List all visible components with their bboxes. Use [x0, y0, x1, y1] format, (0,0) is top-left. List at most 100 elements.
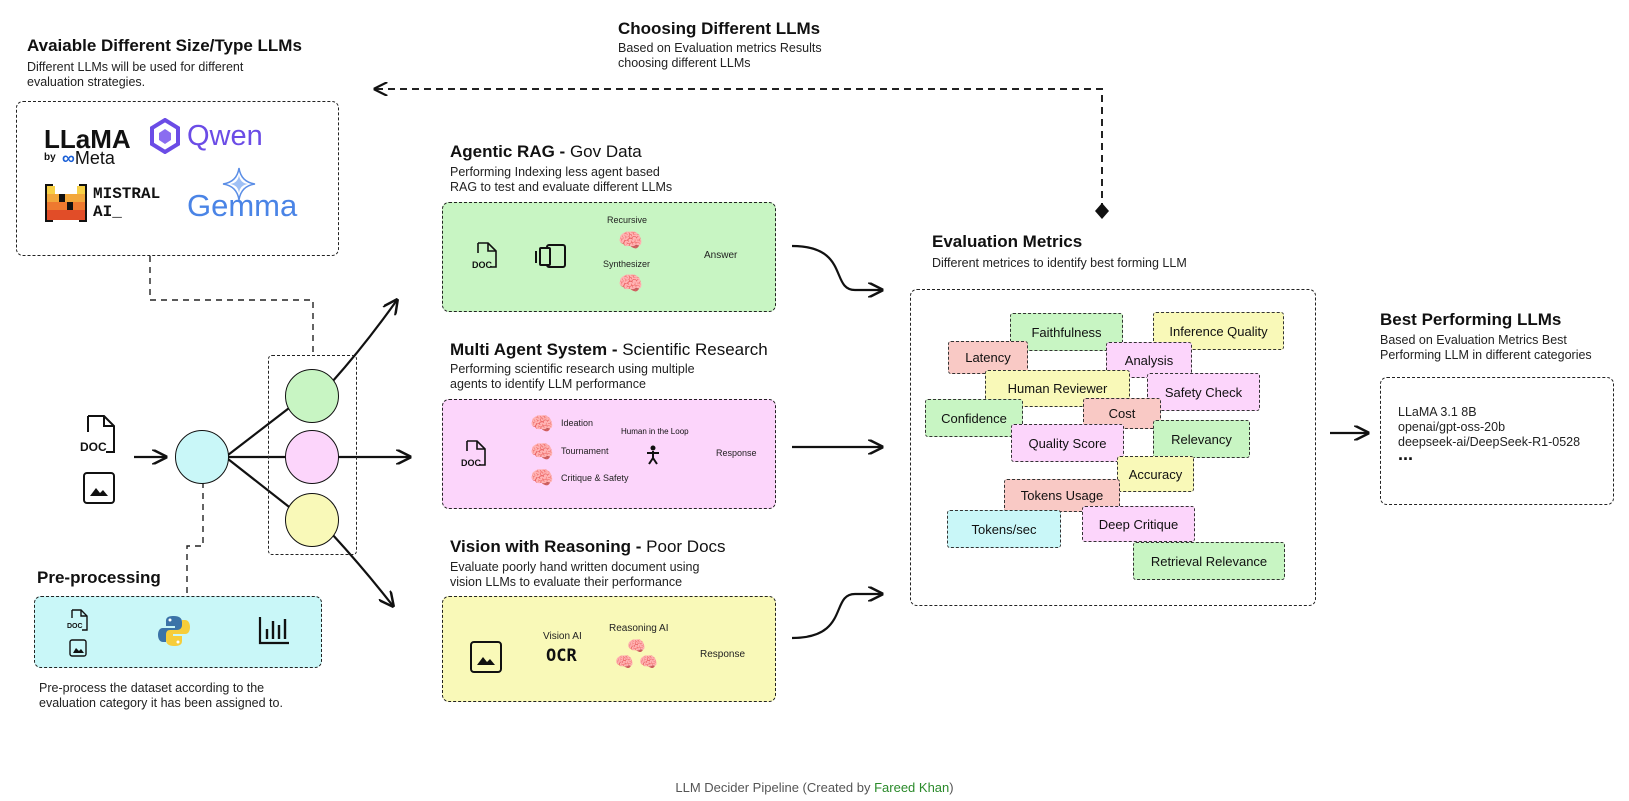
vision-image-icon — [470, 641, 502, 678]
available-desc-line-2: evaluation strategies. — [27, 75, 146, 89]
qwen-logo-text: Qwen — [187, 119, 263, 152]
metric-tag: Retrieval Relevance — [1133, 542, 1285, 580]
best-llms-box: LLaMA 3.1 8B openai/gpt-oss-20b deepseek… — [1380, 377, 1614, 505]
choosing-title: Choosing Different LLMs — [618, 19, 821, 38]
agent-circles-group — [268, 355, 357, 555]
metric-tag: Confidence — [925, 399, 1023, 437]
rag-answer-label: Answer — [704, 250, 738, 261]
agentic-rag-title: Agentic RAG - Gov Data — [450, 142, 642, 162]
meta-logo-text: Meta — [74, 148, 115, 168]
preprocessing-box: DOC — [34, 596, 322, 668]
mas-brain-icon-tournament: 🧠 — [530, 442, 554, 463]
vision-desc-line-2: vision LLMs to evaluate their performanc… — [450, 575, 683, 589]
bar-chart-icon — [258, 615, 290, 650]
metric-tag: Quality Score — [1011, 424, 1124, 462]
metric-tag: Relevancy — [1153, 420, 1250, 458]
llm-logos-box: LLaMA by ∞Meta Qwen MISTRAL AI_ — [16, 101, 339, 256]
choosing-desc: Based on Evaluation metrics Results choo… — [618, 41, 822, 71]
rag-synthesizer-label: Synthesizer — [603, 259, 651, 269]
available-llms-desc: Different LLMs will be used for differen… — [27, 60, 243, 90]
vision-title: Vision with Reasoning - Poor Docs — [450, 537, 726, 557]
best-llm-item: openai/gpt-oss-20b — [1398, 420, 1506, 434]
vision-brain-icon-left: 🧠 — [615, 654, 634, 671]
vision-box: Vision AI OCR Reasoning AI 🧠 🧠 🧠 Respons… — [442, 596, 776, 702]
mas-tournament-label: Tournament — [561, 446, 609, 456]
rag-brain-icon-top: 🧠 — [618, 230, 643, 252]
choosing-desc-line-1: Based on Evaluation metrics Results — [618, 41, 822, 55]
mas-brain-icon-critique: 🧠 — [530, 468, 554, 489]
llama-logo: LLaMA by ∞Meta — [44, 124, 131, 168]
footer-suffix: ) — [949, 780, 954, 795]
gemma-logo-text: Gemma — [187, 188, 298, 223]
input-to-preprocess-dashed-line — [186, 482, 204, 596]
ocr-icon: OCR — [546, 646, 577, 666]
agentic-rag-desc: Performing Indexing less agent based RAG… — [450, 165, 672, 195]
link-to-yellow — [227, 458, 294, 511]
qwen-logo: Qwen — [147, 118, 263, 154]
rag-desc-line-2: RAG to test and evaluate different LLMs — [450, 180, 673, 194]
mas-doc-icon: DOC — [461, 440, 486, 471]
llm-to-agents-dashed-line — [149, 256, 314, 355]
vision-title-thin: Poor Docs — [646, 537, 726, 556]
mistral-line-2: AI_ — [93, 203, 122, 221]
pink-agent-circle — [285, 430, 339, 484]
mas-doc-label: DOC — [461, 458, 481, 468]
vision-title-bold: Vision with Reasoning - — [450, 537, 647, 556]
reasoning-ai-label: Reasoning AI — [609, 623, 669, 634]
metric-tag: Deep Critique — [1082, 506, 1195, 542]
vision-desc: Evaluate poorly hand written document us… — [450, 560, 699, 590]
multi-agent-title: Multi Agent System - Scientific Research — [450, 340, 768, 360]
link-to-green — [227, 404, 294, 456]
vision-to-eval-arrow — [791, 594, 882, 640]
mas-response-label: Response — [716, 448, 757, 458]
mas-brain-icon-ideation: 🧠 — [530, 414, 554, 435]
mas-desc-line-1: Performing scientific research using mul… — [450, 362, 695, 376]
person-icon — [646, 445, 660, 470]
rag-to-eval-arrow — [791, 244, 882, 290]
best-llms-list: LLaMA 3.1 8B openai/gpt-oss-20b deepseek… — [1398, 405, 1580, 450]
metric-tag: Latency — [948, 341, 1028, 374]
mas-ideation-label: Ideation — [561, 418, 594, 428]
multi-agent-title-bold: Multi Agent System - — [450, 340, 623, 359]
best-llm-item: LLaMA 3.1 8B — [1398, 405, 1477, 419]
pre-doc-label: DOC — [67, 623, 83, 630]
input-doc-label: DOC — [80, 440, 107, 454]
input-router-circle — [175, 430, 229, 484]
qwen-star-icon — [150, 118, 180, 154]
pre-image-icon — [69, 639, 87, 662]
mas-critique-label: Critique & Safety — [561, 473, 629, 483]
available-llms-title: Avaiable Different Size/Type LLMs — [27, 36, 302, 55]
footer-caption: LLM Decider Pipeline (Created by Fareed … — [0, 780, 1629, 795]
agentic-rag-box: DOC Recursive 🧠 Synthesizer 🧠 Answer — [442, 202, 776, 312]
pre-desc-line-2: evaluation category it has been assigned… — [39, 696, 283, 710]
green-to-rag-arrow — [331, 300, 397, 383]
multi-agent-title-thin: Scientific Research — [622, 340, 768, 359]
mas-desc-line-2: agents to identify LLM performance — [450, 377, 646, 391]
llama-logo-by: by — [44, 152, 56, 163]
best-desc-line-1: Based on Evaluation Metrics Best — [1380, 333, 1567, 347]
rag-doc-icon: DOC — [472, 242, 497, 273]
agentic-rag-title-thin: Gov Data — [569, 142, 642, 161]
mistral-logo-text: MISTRAL AI_ — [93, 185, 160, 221]
rag-brain-icon-bottom: 🧠 — [618, 273, 643, 295]
meta-logo: ∞Meta — [62, 148, 115, 169]
vision-desc-line-1: Evaluate poorly hand written document us… — [450, 560, 700, 574]
best-llm-item: deepseek-ai/DeepSeek-R1-0528 — [1398, 435, 1581, 449]
metric-tag: Tokens/sec — [947, 510, 1061, 548]
rag-doc-label: DOC — [472, 260, 492, 270]
preprocessing-title: Pre-processing — [37, 568, 161, 587]
green-agent-circle — [285, 369, 339, 423]
mistral-blocks-icon — [45, 184, 87, 222]
rag-recursive-label: Recursive — [607, 215, 648, 225]
evaluation-desc: Different metrices to identify best form… — [932, 256, 1187, 270]
vision-ai-label: Vision AI — [543, 631, 582, 642]
best-desc: Based on Evaluation Metrics Best Perform… — [1380, 333, 1592, 363]
available-desc-line-1: Different LLMs will be used for differen… — [27, 60, 244, 74]
feedback-diamond — [1095, 203, 1109, 219]
gemma-star-icon — [222, 167, 256, 201]
footer-prefix: LLM Decider Pipeline (Created by — [675, 780, 875, 795]
mistral-logo: MISTRAL AI_ — [45, 184, 160, 222]
metric-tag: Accuracy — [1117, 456, 1194, 492]
multi-agent-desc: Performing scientific research using mul… — [450, 362, 695, 392]
rag-desc-line-1: Performing Indexing less agent based — [450, 165, 660, 179]
